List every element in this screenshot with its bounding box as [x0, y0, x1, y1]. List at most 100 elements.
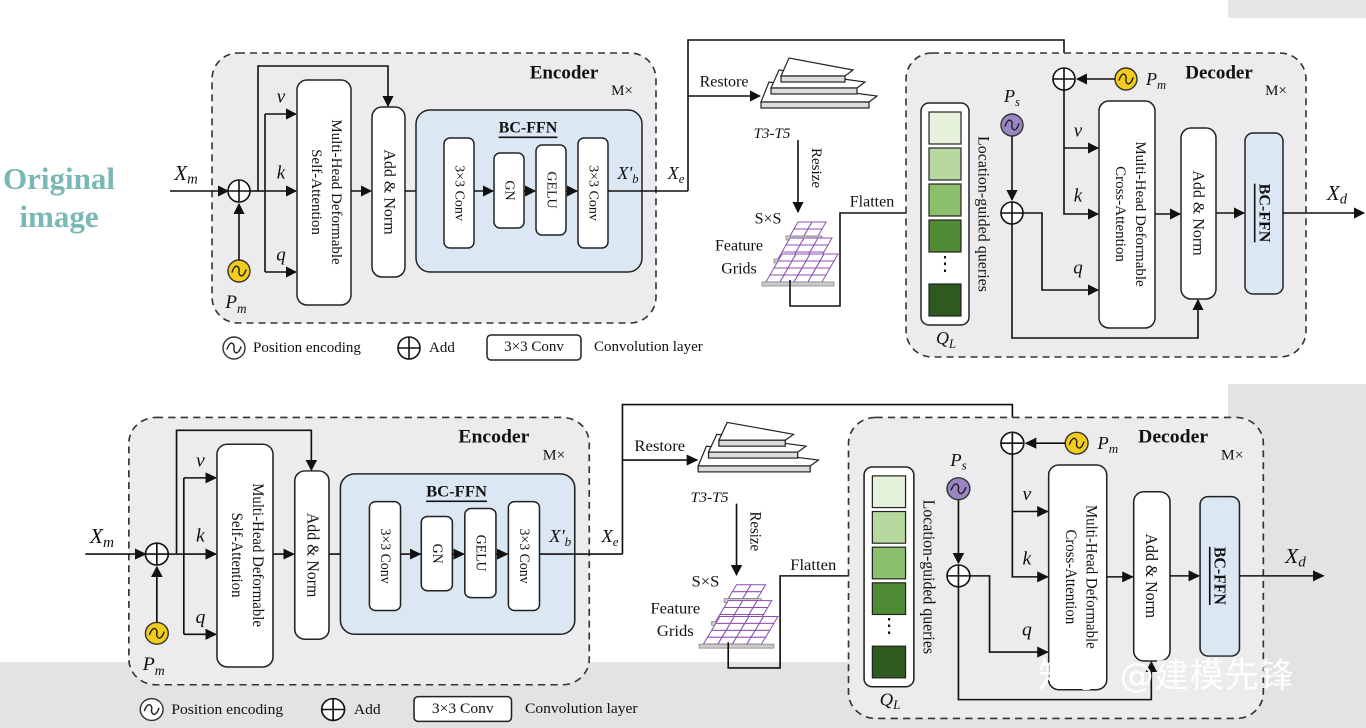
encoder-title: Encoder: [458, 427, 530, 448]
dec-bcffn-label: BC-FFN: [1256, 184, 1273, 243]
residual: [257, 65, 394, 191]
decoder-pm-encoding: [1064, 431, 1089, 455]
legend-conv-box-label: 3×3 Conv: [432, 700, 494, 717]
bc-ffn-block-1: [368, 500, 402, 612]
grid-label-line2: Grids: [657, 623, 694, 641]
encoder-input-label: Xm: [173, 161, 197, 188]
dec-q-label: q: [1022, 620, 1032, 641]
dec-bcffn-label: BC-FFN: [1211, 547, 1229, 605]
legend-pos-icon: [139, 697, 164, 722]
dec-v-label: v: [1074, 121, 1083, 142]
ps-label: Ps: [1003, 86, 1020, 109]
pyramid-side-2: [707, 451, 799, 459]
addnorm-box: [371, 106, 406, 278]
dec-addnorm-label: Add & Norm: [1190, 170, 1207, 256]
xe-label: Xe: [600, 527, 619, 549]
legend-conv-box: [486, 334, 582, 361]
encoder-input-label: Xm: [89, 525, 115, 551]
pyramid: [697, 421, 821, 473]
flatten-label: Flatten: [850, 194, 894, 211]
encoder-add: [227, 179, 251, 203]
resize-label: Resize: [746, 512, 763, 552]
grid-label-line1: Feature: [650, 600, 700, 618]
flatten-arrow: [789, 207, 922, 307]
ql-label: QL: [936, 328, 956, 351]
self-attention-box: [216, 443, 274, 668]
decoder-add-pm: [1052, 67, 1076, 91]
decoder-add-ps: [946, 564, 971, 588]
ps-pos-encoding: [946, 477, 971, 501]
grid-base-3: [698, 643, 775, 649]
decoder-title: Decoder: [1185, 63, 1253, 84]
grid-size-label: S×S: [755, 211, 782, 228]
query-token-1: [871, 475, 907, 509]
dec-residual: [1011, 224, 1204, 339]
dec-residual: [957, 586, 1158, 701]
pyramid-top-3: [717, 421, 796, 441]
dec-q-label: q: [1073, 258, 1083, 279]
pos-wave: [1068, 437, 1085, 449]
side-label-line2: image: [19, 199, 99, 234]
bc-ffn-block-label-2: GN: [429, 544, 445, 564]
queries-column: ⋮: [863, 466, 915, 688]
pyramid-side-3: [718, 439, 786, 447]
pos-wave: [950, 483, 967, 495]
decoder-title: Decoder: [1138, 427, 1208, 448]
feature-grids: [761, 221, 839, 287]
query-ellipsis: ⋮: [879, 616, 900, 637]
query-token-last: [871, 645, 907, 679]
restore-label: Restore: [700, 74, 749, 91]
cross-attention-line2: Cross-Attention: [1062, 529, 1079, 624]
decoder-pm-encoding: [1114, 67, 1138, 91]
pos-wave: [231, 265, 247, 277]
self-attention-box: [296, 79, 352, 306]
decoder-pm-label: Pm: [1096, 433, 1118, 455]
xb-prime-label: X'b: [616, 163, 638, 186]
watermark: 知乎 @建模先锋: [1038, 656, 1295, 696]
query-token-3: [871, 546, 907, 580]
decoder-repeat: M×: [1265, 83, 1287, 99]
stages-label: T3-T5: [691, 489, 729, 506]
queries-label: Location-guided queries: [919, 500, 937, 654]
encoder-repeat: M×: [543, 447, 566, 464]
cross-attention-line1: Multi-Head Deformable: [1082, 505, 1099, 649]
legend-conv-box: [413, 695, 513, 723]
decoder-add-ps: [1000, 201, 1024, 225]
flatten-label: Flatten: [790, 556, 836, 574]
queries-column: ⋮: [920, 102, 970, 326]
query-token-4: [871, 582, 907, 616]
legend-pos-label: Position encoding: [253, 340, 361, 356]
addnorm-label: Add & Norm: [381, 149, 398, 235]
legend-add-label: Add: [354, 701, 381, 718]
legend-add-icon: [320, 697, 346, 722]
addnorm-label: Add & Norm: [303, 513, 321, 598]
grid-label-line1: Feature: [715, 238, 763, 255]
original-image-label: Original image: [0, 160, 118, 236]
bc-ffn-title: BC-FFN: [499, 120, 558, 137]
grid-label-line2: Grids: [721, 261, 757, 278]
xe-label: Xe: [667, 163, 685, 186]
bc-ffn-block-label-1: 3×3 Conv: [377, 528, 393, 584]
query-token-2: [871, 510, 907, 544]
bc-ffn-block-label-3: GELU: [544, 171, 559, 208]
pyramid-side-2: [770, 87, 858, 95]
side-label-line1: Original: [3, 161, 115, 196]
pos-wave: [1118, 73, 1134, 85]
encoder-title: Encoder: [530, 63, 599, 84]
query-token-1: [928, 111, 962, 145]
legend-conv-label: Convolution layer: [594, 339, 703, 355]
dec-k-label: k: [1074, 186, 1083, 207]
encoder-add: [144, 542, 170, 566]
decoder-add-pm: [1000, 431, 1025, 455]
bc-ffn-block-label-4: 3×3 Conv: [586, 165, 601, 221]
q-label: q: [276, 245, 286, 266]
k-path: [1011, 454, 1049, 583]
cross-attention-line2: Cross-Attention: [1112, 166, 1128, 262]
pyramid-side-1: [760, 101, 870, 109]
restore-label: Restore: [634, 437, 685, 455]
